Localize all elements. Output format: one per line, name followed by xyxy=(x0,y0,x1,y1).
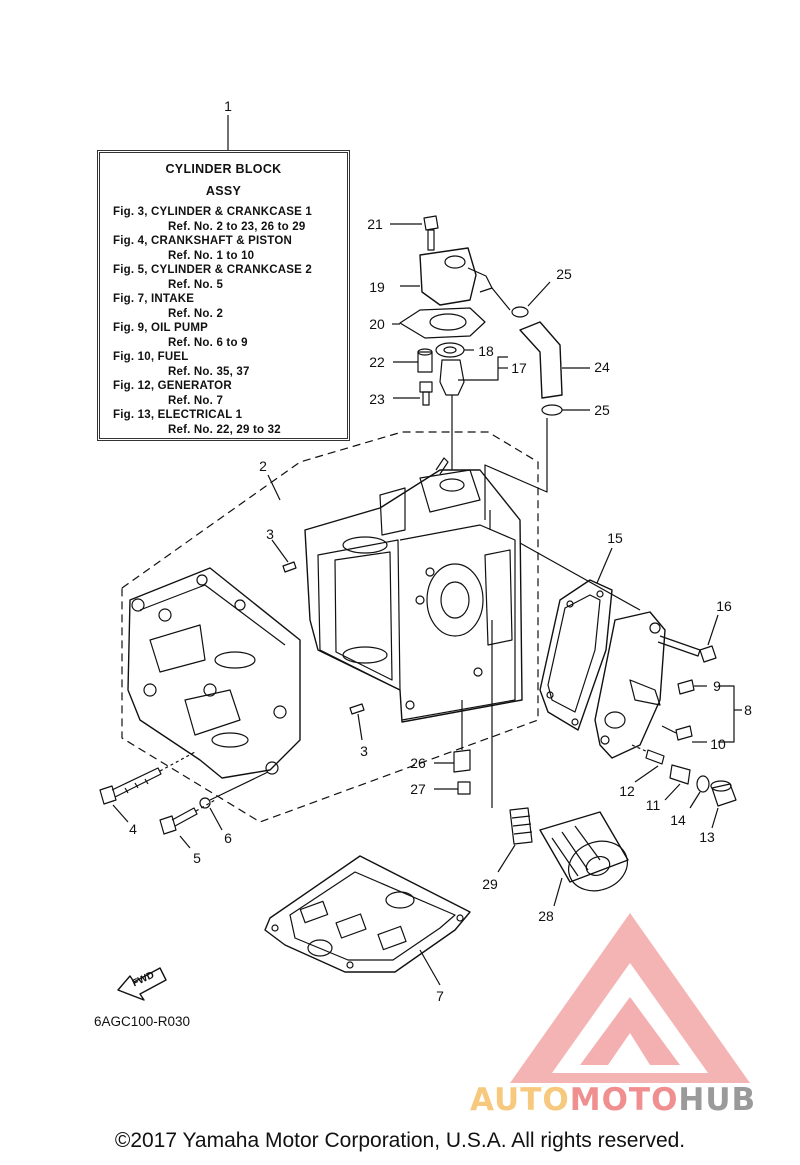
callout-number: 14 xyxy=(670,812,686,828)
callout-number: 23 xyxy=(369,391,385,407)
callout-number: 8 xyxy=(744,702,752,718)
reference-title: CYLINDER BLOCK xyxy=(165,162,282,176)
callout-number: 25 xyxy=(594,402,610,418)
figure-reference: Fig. 4, CRANKSHAFT & PISTON xyxy=(113,235,292,247)
exhaust-cover-gasket xyxy=(539,579,613,731)
callout-number: 6 xyxy=(224,830,232,846)
watermark-auto: AUTO xyxy=(470,1082,570,1118)
oil-pump-housing xyxy=(594,611,666,759)
ref-number-range: Ref. No. 2 xyxy=(168,307,224,320)
figure-reference: Fig. 3, CYLINDER & CRANKCASE 1 xyxy=(113,206,312,218)
figure-reference: Fig. 13, ELECTRICAL 1 xyxy=(113,409,243,421)
ref-number-range: Ref. No. 1 to 10 xyxy=(168,249,255,262)
ref-number-range: Ref. No. 2 to 23, 26 to 29 xyxy=(168,220,306,233)
watermark-hub: HUB xyxy=(678,1082,757,1118)
callout-number: 21 xyxy=(367,216,383,232)
callout-number: 3 xyxy=(360,743,368,759)
callout-number: 12 xyxy=(619,783,635,799)
callout-number: 15 xyxy=(607,530,623,546)
figure-reference: Fig. 5, CYLINDER & CRANKCASE 2 xyxy=(113,264,312,276)
callout-number: 27 xyxy=(410,781,426,797)
callout-number: 9 xyxy=(713,678,721,694)
callout-number: 5 xyxy=(193,850,201,866)
crankcase-gasket xyxy=(264,855,471,973)
callout-number: 29 xyxy=(482,876,498,892)
fwd-arrow-icon xyxy=(117,967,167,1001)
ref-number-range: Ref. No. 35, 37 xyxy=(168,365,250,378)
triangle-logo-icon xyxy=(510,913,750,1083)
callout-number: 11 xyxy=(645,797,661,813)
assembly-outline xyxy=(121,431,539,823)
figure-reference: Fig. 12, GENERATOR xyxy=(113,380,232,392)
callout-number: 16 xyxy=(716,598,732,614)
callout-number: 22 xyxy=(369,354,385,370)
callout-number: 18 xyxy=(478,343,494,359)
ref-number-range: Ref. No. 5 xyxy=(168,278,224,291)
callout-number: 10 xyxy=(710,736,726,752)
callout-number: 24 xyxy=(594,359,610,375)
ref-number-range: Ref. No. 7 xyxy=(168,394,224,407)
ref-number-range: Ref. No. 22, 29 to 32 xyxy=(168,423,281,436)
callout-number: 25 xyxy=(556,266,572,282)
callout-number: 19 xyxy=(369,279,385,295)
watermark-moto: MOTO xyxy=(569,1082,679,1118)
callout-number: 2 xyxy=(259,458,267,474)
callout-number: 4 xyxy=(129,821,137,837)
callout-number: 28 xyxy=(538,908,554,924)
diagram-code: 6AGC100-R030 xyxy=(94,1014,191,1029)
callout-number: 7 xyxy=(436,988,444,1004)
callout-number: 20 xyxy=(369,316,385,332)
reference-box: CYLINDER BLOCK ASSY Fig. 3, CYLINDER & C… xyxy=(97,150,350,441)
figure-reference: Fig. 9, OIL PUMP xyxy=(113,322,208,334)
figure-reference: Fig. 10, FUEL xyxy=(113,351,189,363)
watermark-text: AUTOMOTOHUB xyxy=(470,1082,756,1118)
callout-number: 1 xyxy=(224,98,232,114)
reference-subtitle: ASSY xyxy=(205,184,242,198)
ref-number-range: Ref. No. 6 to 9 xyxy=(168,336,248,349)
copyright-notice: ©2017 Yamaha Motor Corporation, U.S.A. A… xyxy=(114,1129,686,1152)
callout-number: 26 xyxy=(410,755,426,771)
figure-reference: Fig. 7, INTAKE xyxy=(113,293,195,305)
cylinder-block xyxy=(304,457,523,723)
thermostat-cover xyxy=(400,247,493,306)
callout-number: 13 xyxy=(699,829,715,845)
oil-filter xyxy=(539,811,629,892)
callout-number: 3 xyxy=(266,526,274,542)
crankcase xyxy=(127,567,301,779)
callout-number: 17 xyxy=(511,360,527,376)
